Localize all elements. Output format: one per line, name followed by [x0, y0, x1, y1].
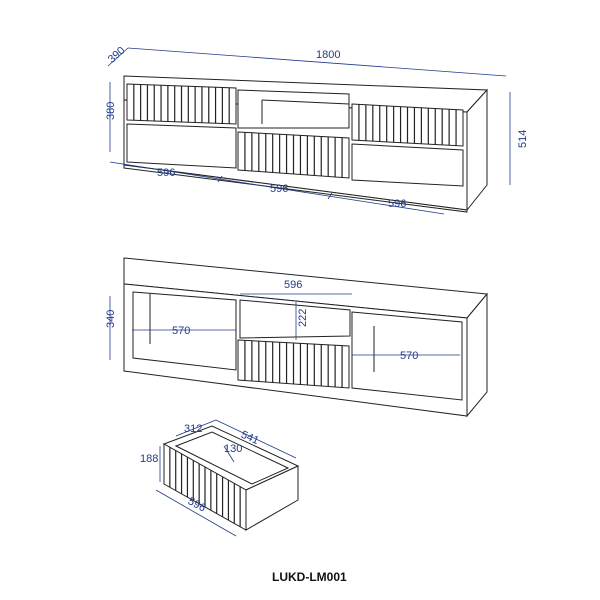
tick-1 [217, 175, 223, 183]
dim-width: 1800 [316, 49, 340, 61]
dim-drawer-depth: 312 [184, 423, 202, 435]
drawer-detail-view: 312 541 188 130 596 [140, 419, 300, 537]
left-slats [133, 84, 230, 124]
dim-shelf-left: 570 [172, 325, 190, 337]
dimline-drawer-depth [175, 419, 217, 437]
right-slats [358, 104, 457, 146]
drawer-box-inner [174, 431, 290, 485]
center-slats [244, 132, 343, 178]
dim-module-right: 596 [388, 198, 406, 210]
dim-top-opening: 596 [284, 279, 302, 291]
dimline-modules [109, 161, 445, 215]
dimline-width [127, 47, 507, 77]
dim-inner-height: 340 [105, 310, 117, 328]
center-open-niche [239, 299, 351, 339]
dim-drawer-inner: 130 [224, 443, 242, 455]
left-drawer-front [126, 123, 237, 169]
center-niche [237, 89, 350, 129]
left-open-shelf [132, 291, 237, 371]
cabinet-right-side [466, 88, 488, 212]
open-center-slats [244, 340, 343, 388]
dimline-depth [107, 47, 129, 67]
niche-shelf-line [261, 99, 350, 105]
right-drawer-front [351, 143, 464, 187]
dim-drawer-height: 188 [140, 453, 158, 465]
dim-module-left: 596 [157, 167, 175, 179]
cabinet-open-view: 596 340 570 570 222 [105, 257, 488, 418]
drawer-slats [169, 447, 241, 527]
dim-drawer-height: 380 [105, 102, 117, 120]
cabinet-plinth [123, 164, 468, 213]
right-open-shelf [351, 311, 463, 401]
dim-center-height: 222 [297, 309, 309, 327]
dim-total-height: 514 [517, 130, 529, 148]
dimline-drawer-inner [223, 445, 235, 463]
dimline-drawer-length [215, 419, 297, 459]
dim-module-center: 596 [270, 183, 288, 195]
dimline-drawer-front [155, 489, 237, 537]
tick-2 [327, 192, 333, 200]
dim-shelf-right: 570 [400, 350, 418, 362]
product-code: LUKD-LM001 [272, 570, 347, 584]
dim-depth: 390 [106, 45, 128, 66]
cabinet-isometric-view: 390 1800 380 514 596 596 596 [105, 45, 529, 215]
